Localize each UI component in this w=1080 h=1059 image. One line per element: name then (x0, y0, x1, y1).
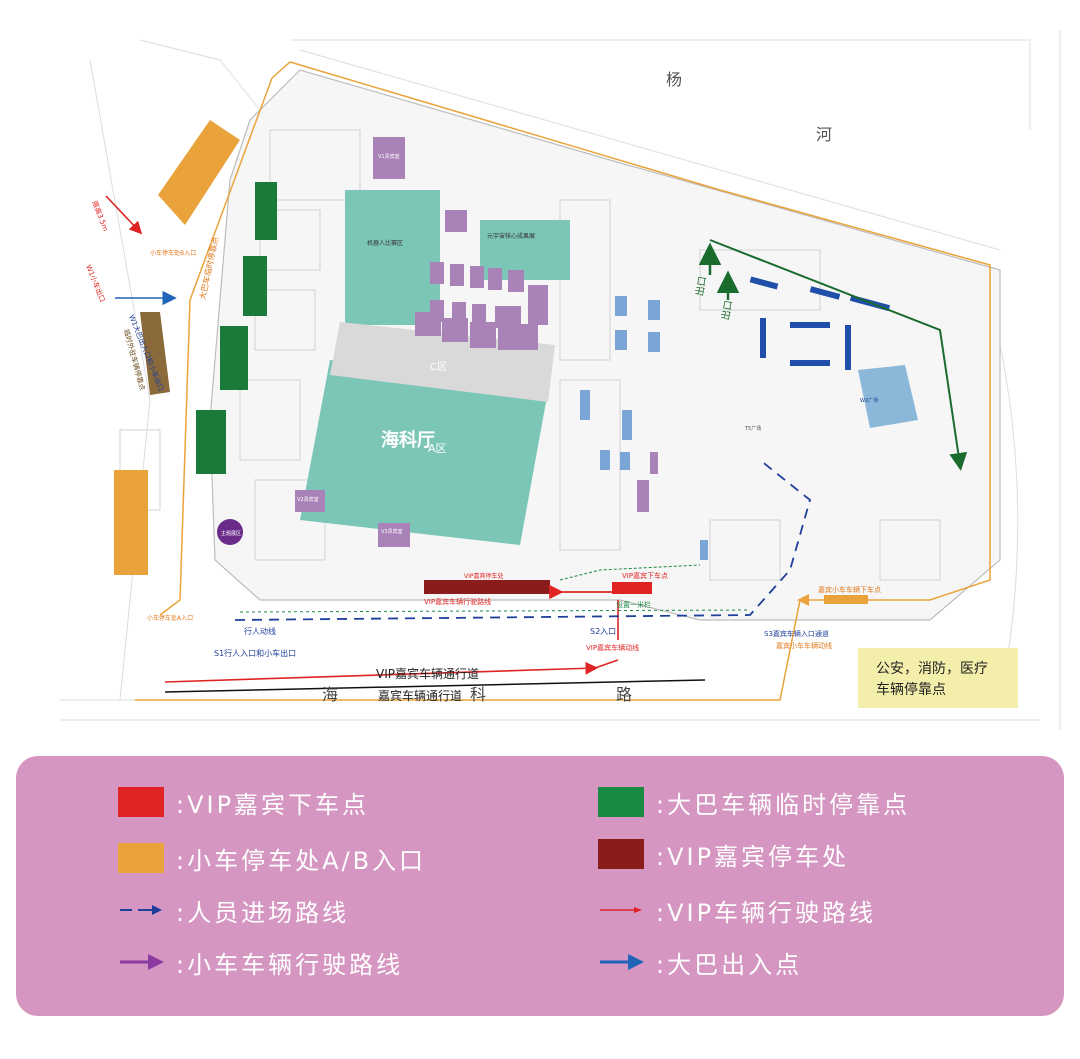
dashed-arrow-icon (118, 895, 164, 925)
vip-room-3: V3贵宾室 (381, 528, 403, 535)
legend-label: :大巴车辆临时停靠点 (656, 790, 911, 819)
legend-label: :VIP车辆行驶路线 (656, 898, 877, 927)
hall-a-zone: A区 (428, 442, 447, 455)
vip-parking (424, 580, 550, 594)
emergency-label-1: 公安，消防，医疗 (876, 661, 988, 677)
legend-bus-entry: :大巴出入点 (598, 942, 802, 982)
hall-robot-label: 机器人比赛区 (367, 239, 403, 247)
legend-label: :小车车辆行驶路线 (176, 950, 404, 979)
bus-stops (196, 182, 277, 474)
hall-a-label: 海科厅 (381, 429, 435, 451)
vip-vehicle-route-label: VIP嘉宾车辆动线 (586, 643, 639, 652)
legend-label: :人员进场路线 (176, 898, 350, 927)
legend-label: :小车停车处A/B入口 (176, 846, 427, 875)
emergency-label-2: 车辆停靠点 (876, 681, 946, 698)
vip-road-label: VIP嘉宾车辆通行道 (376, 666, 479, 681)
s3-label: S3嘉宾车辆入口通道 (764, 629, 829, 638)
river-label-2: 河 (816, 125, 832, 144)
road-label-2: 科 (470, 685, 486, 704)
vip-dropoff (612, 582, 652, 594)
s2-label: S2入口 (590, 627, 616, 636)
s1-label: S1行人入口和小车出口 (214, 648, 296, 658)
parking-a-label: 小车停车处A入口 (147, 614, 193, 622)
hall-c-label: C区 (430, 361, 447, 373)
legend-pedestrian-route: :人员进场路线 (118, 890, 349, 930)
blue-arrow-icon (598, 947, 644, 977)
legend-vip-route: :VIP车辆行驶路线 (598, 890, 876, 930)
parking-b-label: 小车停车处B入口 (150, 249, 196, 257)
vip-room-1: V1贵宾室 (378, 153, 400, 160)
legend-vip-parking: :VIP嘉宾停车处 (598, 834, 849, 874)
green-swatch (598, 787, 644, 817)
guest-car-dropoff-label: 嘉宾小车车辆下车点 (818, 585, 881, 594)
legend-label: :VIP嘉宾停车处 (656, 842, 850, 871)
red-swatch (118, 787, 164, 817)
vip-drive-route-label: VIP嘉宾车辆行驶路线 (424, 597, 491, 606)
vip-dropoff-label: VIP嘉宾下车点 (622, 571, 668, 580)
emergency-box (858, 648, 1018, 708)
guest-car-route-label: 嘉宾小车车辆动线 (776, 641, 832, 650)
red-arrow-icon (598, 895, 644, 925)
ws-label: W2广场 (860, 397, 878, 404)
road-label-1: 海 (322, 685, 338, 704)
parking-block-b (114, 470, 148, 575)
venue-map: 杨 河 海 科 路 海科厅 A区 C区 机器人比赛区 元宇宙核心成果展 V1贵宾… (60, 30, 1061, 730)
guest-road-label: 嘉宾车辆通行道 (378, 688, 462, 703)
orange-swatch (118, 843, 164, 873)
legend-panel: :VIP嘉宾下车点 :大巴车辆临时停靠点 :小车停车处A/B入口 :VIP嘉宾停… (16, 756, 1064, 1016)
hall-quantum-label: 元宇宙核心成果展 (487, 232, 535, 240)
exit-label-2: 出口 (719, 299, 735, 321)
vip-parking-label: VIP嘉宾停车处 (464, 572, 504, 580)
river-label-1: 杨 (666, 70, 682, 89)
rail-label: 设置一米栏 (616, 600, 651, 609)
legend-car-route: :小车车辆行驶路线 (118, 942, 403, 982)
parking-block-a (158, 120, 240, 225)
robot-hall (345, 190, 440, 325)
legend-label: :VIP嘉宾下车点 (176, 790, 370, 819)
legend-label: :大巴出入点 (656, 950, 803, 979)
legend-parking-entry: :小车停车处A/B入口 (118, 838, 426, 878)
vip-room-2: V2贵宾室 (297, 496, 319, 503)
road-label-3: 路 (616, 685, 632, 704)
legend-bus-stop: :大巴车辆临时停靠点 (598, 782, 910, 822)
hall-a (300, 360, 550, 545)
exit-label-1: 出口 (693, 275, 709, 297)
legend-vip-dropoff: :VIP嘉宾下车点 (118, 782, 369, 822)
main-stage-label: 主题展区 (221, 530, 241, 537)
ts-label: T5广场 (744, 425, 761, 432)
pedestrian-route-label: 行人动线 (244, 626, 276, 636)
darkred-swatch (598, 839, 644, 869)
purple-arrow-icon (118, 947, 164, 977)
